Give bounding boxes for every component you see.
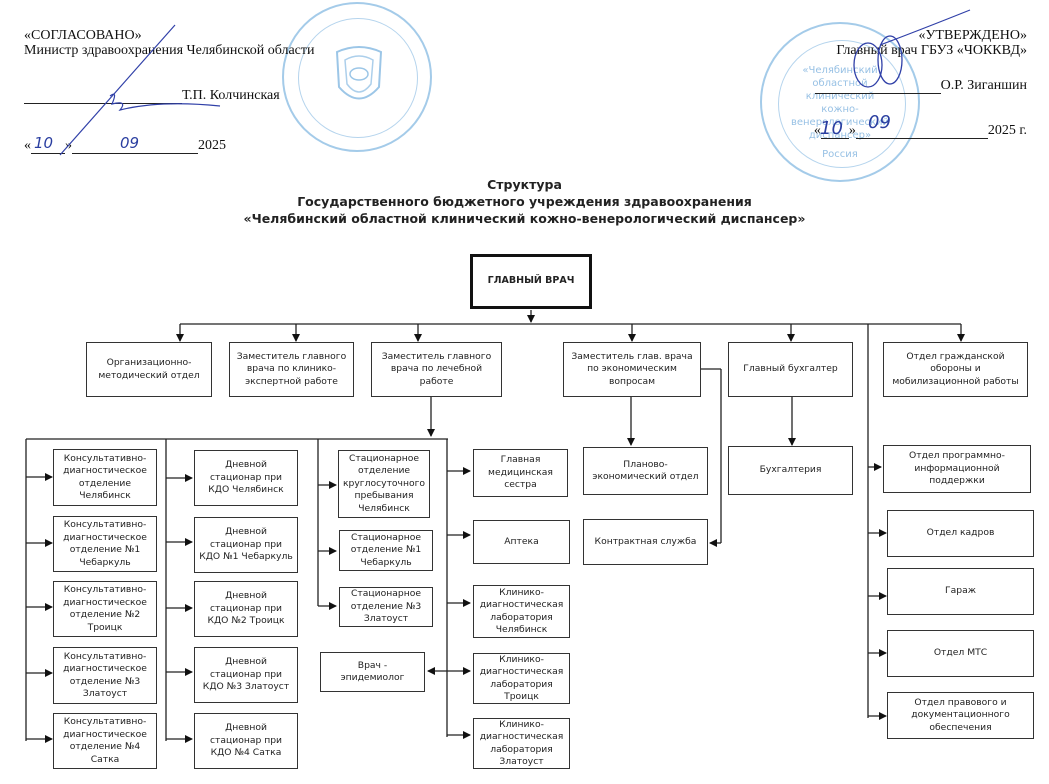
- medical-service-box: Клинико-диагностическая лаборатория Злат…: [473, 718, 570, 769]
- title-line-1: Структура: [487, 177, 562, 192]
- kdo-box: Консультативно-диагностическое отделение…: [53, 647, 157, 704]
- org-methodical-dept-box: Организационно-методический отдел: [86, 342, 212, 397]
- right-signatory: О.Р. Зиганшин: [940, 78, 1027, 93]
- kdo-box: Консультативно-диагностическое отделение…: [53, 516, 157, 572]
- kdo-box: Консультативно-диагностическое отделение…: [53, 449, 157, 506]
- title-line-3: «Челябинский областной клинический кожно…: [243, 211, 806, 226]
- left-approval-label: «СОГЛАСОВАНО»: [24, 28, 142, 43]
- epidemiologist-box: Врач - эпидемиолог: [320, 652, 425, 692]
- chief-physician-box: ГЛАВНЫЙ ВРАЧ: [470, 254, 592, 309]
- kdo-box: Консультативно-диагностическое отделение…: [53, 713, 157, 769]
- stamp-line: диспансер»: [808, 130, 872, 141]
- right-date-day: 10: [820, 118, 843, 139]
- support-dept-box: Отдел программно-информационной поддержк…: [883, 445, 1031, 493]
- quote: «: [813, 123, 821, 138]
- left-signature-line: Т.П. Колчинская: [24, 88, 280, 104]
- medical-service-box: Главная медицинская сестра: [473, 449, 568, 497]
- stamp-line: Россия: [822, 149, 858, 160]
- left-approval-position: Министр здравоохранения Челябинской обла…: [24, 43, 315, 58]
- coat-of-arms-icon: [335, 46, 383, 100]
- support-dept-box: Отдел правового и документационного обес…: [887, 692, 1034, 739]
- chief-accountant-box: Главный бухгалтер: [728, 342, 853, 397]
- quote: «: [24, 138, 31, 153]
- day-hospital-box: Дневной стационар при КДО №3 Златоуст: [194, 647, 298, 703]
- accounting-box: Бухгалтерия: [728, 446, 853, 495]
- clinic-stamp: «Челябинский областной клинический кожно…: [760, 22, 920, 182]
- inpatient-dept-box: Стационарное отделение №1 Чебаркуль: [339, 530, 433, 571]
- left-date-day: 10: [34, 134, 54, 152]
- left-date-year: 2025: [198, 138, 226, 153]
- right-date-year: 2025 г.: [987, 123, 1027, 138]
- ministry-stamp: [282, 2, 432, 152]
- right-approval-label: «УТВЕРЖДЕНО»: [918, 28, 1027, 43]
- right-signature-line: О.Р. Зиганшин: [814, 78, 1027, 94]
- contract-service-box: Контрактная служба: [583, 519, 708, 565]
- deputy-economic-box: Заместитель глав. врача по экономическим…: [563, 342, 701, 397]
- stamp-line: клинический: [805, 91, 875, 102]
- support-dept-box: Гараж: [887, 568, 1034, 615]
- day-hospital-box: Дневной стационар при КДО №2 Троицк: [194, 581, 298, 637]
- planning-economic-dept-box: Планово-экономический отдел: [583, 447, 708, 495]
- stamp-line: областной: [812, 78, 868, 89]
- support-dept-box: Отдел кадров: [887, 510, 1034, 557]
- stamp-line: «Челябинский: [802, 65, 878, 76]
- left-date-month: 09: [120, 134, 140, 152]
- left-signatory: Т.П. Колчинская: [182, 88, 280, 103]
- stamp-line: венерологический: [790, 117, 890, 128]
- medical-service-box: Клинико-диагностическая лаборатория Челя…: [473, 585, 570, 638]
- inpatient-dept-box: Стационарное отделение круглосуточного п…: [338, 450, 430, 518]
- title-line-2: Государственного бюджетного учреждения з…: [297, 194, 752, 209]
- left-signature: [59, 24, 221, 156]
- day-hospital-box: Дневной стационар при КДО №4 Сатка: [194, 713, 298, 769]
- stamp-line: кожно-: [821, 104, 859, 115]
- deputy-medical-box: Заместитель главного врача по лечебной р…: [371, 342, 502, 397]
- inpatient-dept-box: Стационарное отделение №3 Златоуст: [339, 587, 433, 627]
- right-date: « » 2025 г.: [814, 123, 1027, 139]
- medical-service-box: Клинико-диагностическая лаборатория Трои…: [473, 653, 570, 704]
- deputy-clinical-expert-box: Заместитель главного врача по клинико-эк…: [229, 342, 354, 397]
- medical-service-box: Аптека: [473, 520, 570, 564]
- right-approval-position: Главный врач ГБУЗ «ЧОККВД»: [836, 43, 1027, 58]
- support-dept-box: Отдел МТС: [887, 630, 1034, 677]
- document-title: Структура Государственного бюджетного уч…: [0, 176, 1049, 227]
- day-hospital-box: Дневной стационар при КДО №1 Чебаркуль: [194, 517, 298, 573]
- day-hospital-box: Дневной стационар при КДО Челябинск: [194, 450, 298, 506]
- civil-defense-dept-box: Отдел гражданской обороны и мобилизацион…: [883, 342, 1028, 397]
- right-signature: [853, 9, 971, 88]
- kdo-box: Консультативно-диагностическое отделение…: [53, 581, 157, 637]
- right-date-month: 09: [868, 112, 891, 133]
- quote: »: [848, 123, 856, 138]
